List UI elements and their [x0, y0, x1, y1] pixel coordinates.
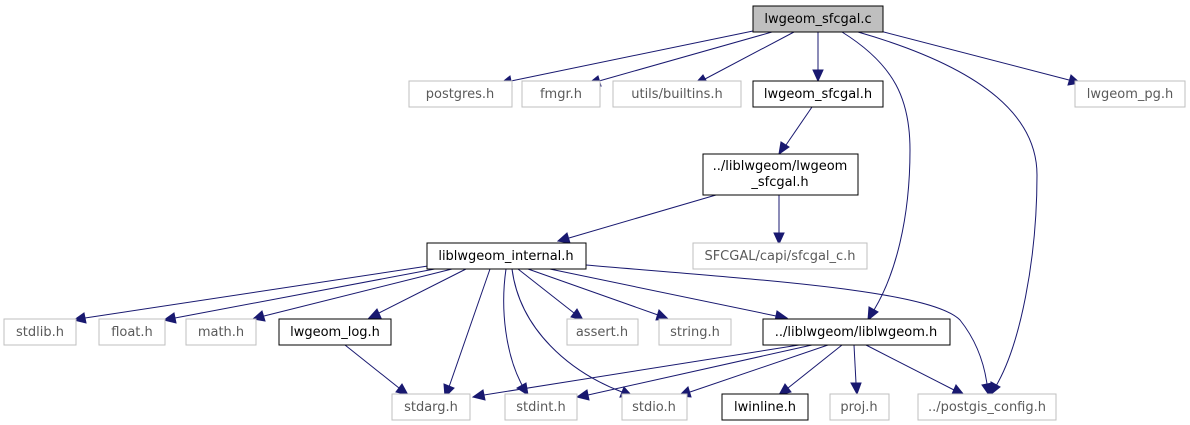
edge-liblwgeom-internal-h-to-liblwgeom-h: [544, 267, 789, 322]
edge-liblwgeom-h-to-proj-h: [850, 344, 862, 396]
node-liblwgeom-h[interactable]: ../liblwgeom/liblwgeom.h: [762, 318, 951, 346]
edge-lwgeom-sfcgal-c-to-postgres-h: [498, 30, 754, 87]
node-label: lwinline.h: [734, 400, 796, 415]
node-lwgeom-sfcgal-c[interactable]: lwgeom_sfcgal.c: [752, 5, 884, 33]
node-label: float.h: [111, 325, 153, 340]
node-fmgr-h[interactable]: fmgr.h: [521, 80, 601, 108]
node-label: stdlib.h: [16, 325, 64, 340]
edge-liblwgeom-internal-h-to-stdarg-h: [443, 268, 491, 399]
node-label: math.h: [198, 325, 244, 340]
node-float-h[interactable]: float.h: [98, 318, 166, 346]
edge-liblwgeom-internal-h-to-float-h: [162, 267, 441, 324]
node-label: postgres.h: [426, 87, 495, 102]
edge-liblwgeom-h-to-lwinline-h: [778, 344, 843, 396]
node-label: ../liblwgeom/liblwgeom.h: [775, 325, 938, 340]
node-proj-h[interactable]: proj.h: [829, 393, 890, 421]
node-label: string.h: [670, 325, 720, 340]
edge-liblwgeom-h-to-postgis-config-h: [865, 344, 966, 396]
edge-liblwgeom-internal-h-to-postgis-config-h: [585, 264, 993, 397]
edge-liblwgeom-h-to-stdarg-h: [471, 344, 800, 401]
edge-liblwgeom-internal-h-to-string-h: [527, 268, 670, 321]
node-sfcgal-capi-h[interactable]: SFCGAL/capi/sfcgal_c.h: [692, 242, 868, 270]
node-label: lwgeom_log.h: [290, 325, 380, 340]
node-label: assert.h: [576, 325, 628, 340]
node-stdint-h[interactable]: stdint.h: [504, 393, 578, 421]
edge-lwgeom-sfcgal-c-to-lwgeom-pg-h: [879, 30, 1082, 86]
edge-lwgeom-sfcgal-c-to-lwgeom-sfcgal-h: [812, 32, 824, 83]
edge-liblwgeom-lwgeom-sfcgal-h-to-liblwgeom-internal-h: [556, 194, 717, 244]
node-stdio-h[interactable]: stdio.h: [621, 393, 688, 421]
node-lwinline-h[interactable]: lwinline.h: [721, 393, 809, 421]
node-label-line-1: ../liblwgeom/lwgeom: [713, 159, 848, 174]
edge-lwgeom-sfcgal-h-to-liblwgeom-lwgeom-sfcgal-h: [778, 106, 813, 156]
node-lwgeom-sfcgal-h[interactable]: lwgeom_sfcgal.h: [752, 80, 884, 108]
node-label: SFCGAL/capi/sfcgal_c.h: [704, 249, 855, 264]
node-string-h[interactable]: string.h: [658, 318, 732, 346]
node-liblwgeom-lwgeom-sfcgal-h[interactable]: ../liblwgeom/lwgeom _sfcgal.h: [702, 153, 859, 196]
node-label: lwgeom_sfcgal.c: [764, 12, 871, 27]
edge-liblwgeom-h-to-stdint-h: [575, 344, 813, 401]
node-postgis-config-h[interactable]: ../postgis_config.h: [917, 393, 1057, 421]
edge-lwgeom-log-h-to-stdarg-h: [344, 344, 409, 396]
node-stdarg-h[interactable]: stdarg.h: [391, 393, 471, 421]
node-label: fmgr.h: [540, 87, 582, 102]
edge-liblwgeom-h-to-stdio-h: [677, 344, 829, 398]
edge-liblwgeom-internal-h-to-math-h: [251, 268, 453, 322]
node-lwgeom-pg-h[interactable]: lwgeom_pg.h: [1074, 80, 1186, 108]
node-postgres-h[interactable]: postgres.h: [408, 80, 513, 108]
node-stdlib-h[interactable]: stdlib.h: [3, 318, 77, 346]
node-label: stdarg.h: [404, 400, 458, 415]
node-label: liblwgeom_internal.h: [438, 249, 573, 264]
node-label: stdint.h: [516, 400, 565, 415]
node-liblwgeom-internal-h[interactable]: liblwgeom_internal.h: [426, 242, 587, 270]
node-label: proj.h: [840, 400, 877, 415]
node-utils-builtins-h[interactable]: utils/builtins.h: [612, 80, 742, 108]
edge-liblwgeom-lwgeom-sfcgal-h-to-sfcgal-capi-h: [773, 195, 785, 246]
node-label: lwgeom_sfcgal.h: [764, 87, 872, 102]
node-label: stdio.h: [632, 400, 676, 415]
node-label: utils/builtins.h: [631, 87, 723, 102]
node-label: ../postgis_config.h: [928, 400, 1046, 415]
edge-liblwgeom-internal-h-to-stdlib-h: [72, 265, 429, 324]
node-math-h[interactable]: math.h: [185, 318, 257, 346]
edge-lwgeom-sfcgal-c-to-liblwgeom-h: [841, 31, 911, 322]
node-assert-h[interactable]: assert.h: [566, 318, 639, 346]
node-label-line-2: _sfcgal.h: [750, 175, 808, 190]
edge-liblwgeom-internal-h-to-lwgeom-log-h: [367, 268, 467, 319]
node-label: lwgeom_pg.h: [1087, 87, 1174, 102]
node-lwgeom-log-h[interactable]: lwgeom_log.h: [278, 318, 392, 346]
